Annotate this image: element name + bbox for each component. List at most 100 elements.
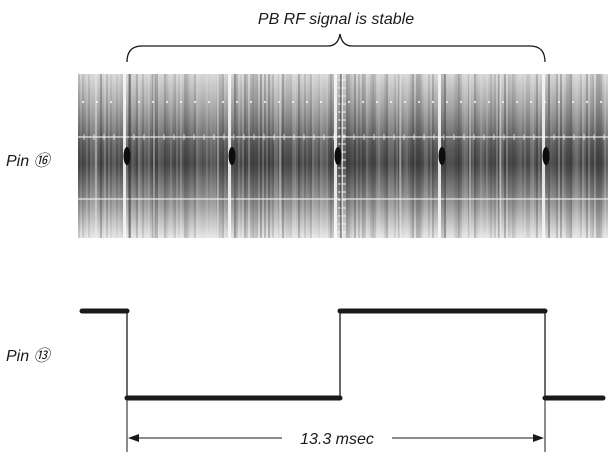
period-label: 13.3 msec bbox=[300, 431, 374, 448]
scope-streak bbox=[556, 74, 558, 238]
scope-streak bbox=[318, 74, 320, 238]
scope-streak bbox=[552, 74, 554, 238]
scope-streak bbox=[506, 74, 508, 238]
scope-streak bbox=[520, 74, 522, 238]
scope-streak bbox=[184, 74, 186, 238]
scope-streak bbox=[374, 74, 376, 238]
square-wave-pin13 bbox=[79, 308, 606, 401]
scope-streak bbox=[252, 74, 254, 238]
scope-streak bbox=[294, 74, 296, 238]
scope-streak bbox=[176, 74, 178, 238]
graticule-dot bbox=[96, 101, 98, 103]
scope-streak bbox=[454, 74, 456, 238]
scope-streak bbox=[296, 74, 298, 238]
scope-streak bbox=[356, 74, 358, 238]
graticule-dot bbox=[306, 101, 308, 103]
scope-streak bbox=[108, 74, 110, 238]
scope-streak bbox=[582, 74, 584, 238]
scope-streak bbox=[450, 74, 452, 238]
graticule-dot bbox=[222, 101, 224, 103]
scope-streak bbox=[156, 74, 158, 238]
graticule-dot bbox=[474, 101, 476, 103]
scope-streak bbox=[606, 74, 608, 238]
scope-streak bbox=[428, 74, 430, 238]
scope-streak bbox=[524, 74, 526, 238]
scope-streak bbox=[508, 74, 510, 238]
scope-streak bbox=[222, 74, 224, 238]
scope-streak bbox=[468, 74, 470, 238]
pin13-label: Pin ⑬ bbox=[6, 347, 52, 365]
rf-pulse-peak bbox=[123, 147, 131, 165]
scope-streak bbox=[270, 74, 272, 238]
scope-streak bbox=[94, 74, 96, 238]
scope-streak bbox=[236, 74, 238, 238]
scope-streak bbox=[260, 74, 262, 238]
scope-streak bbox=[410, 74, 412, 238]
scope-streak bbox=[564, 74, 566, 238]
scope-streak bbox=[590, 74, 592, 238]
scope-streak bbox=[538, 74, 540, 238]
graticule-dot bbox=[264, 101, 266, 103]
scope-streak bbox=[396, 74, 398, 238]
scope-streak bbox=[452, 74, 454, 238]
scope-streak bbox=[136, 74, 138, 238]
graticule-dot bbox=[376, 101, 378, 103]
graticule-dot bbox=[152, 101, 154, 103]
scope-streak bbox=[566, 74, 568, 238]
scope-streak bbox=[86, 74, 88, 238]
scope-streak bbox=[276, 74, 278, 238]
scope-streak bbox=[102, 74, 104, 238]
scope-streak bbox=[262, 74, 264, 238]
graticule-dot bbox=[446, 101, 448, 103]
scope-streak bbox=[100, 74, 102, 238]
scope-streak bbox=[366, 74, 368, 238]
scope-streak bbox=[274, 74, 276, 238]
graticule-dot bbox=[432, 101, 434, 103]
scope-streak bbox=[430, 74, 432, 238]
scope-noise-texture bbox=[78, 74, 608, 238]
graticule-dot bbox=[460, 101, 462, 103]
scope-streak bbox=[472, 74, 474, 238]
scope-streak bbox=[378, 74, 380, 238]
scope-streak bbox=[600, 74, 602, 238]
scope-streak bbox=[168, 74, 170, 238]
scope-streak bbox=[166, 74, 168, 238]
scope-streak bbox=[358, 74, 360, 238]
scope-streak bbox=[188, 74, 190, 238]
scope-streak bbox=[464, 74, 466, 238]
scope-streak bbox=[594, 74, 596, 238]
rf-pulse-peak bbox=[438, 147, 446, 165]
scope-streak bbox=[192, 74, 194, 238]
graticule-dot bbox=[502, 101, 504, 103]
scope-streak bbox=[326, 74, 328, 238]
scope-streak bbox=[584, 74, 586, 238]
scope-streak bbox=[160, 74, 162, 238]
scope-streak bbox=[96, 74, 98, 238]
scope-streak bbox=[572, 74, 574, 238]
scope-streak bbox=[312, 74, 314, 238]
scope-streak bbox=[244, 74, 246, 238]
scope-streak bbox=[418, 74, 420, 238]
graticule-dot bbox=[292, 101, 294, 103]
scope-streak bbox=[534, 74, 536, 238]
scope-streak bbox=[162, 74, 164, 238]
scope-streak bbox=[144, 74, 146, 238]
scope-streak bbox=[304, 74, 306, 238]
scope-streak bbox=[90, 74, 92, 238]
scope-streak bbox=[528, 74, 530, 238]
scope-streak bbox=[302, 74, 304, 238]
scope-streak bbox=[570, 74, 572, 238]
scope-streak bbox=[404, 74, 406, 238]
scope-streak bbox=[344, 74, 346, 238]
rf-pulse-group bbox=[123, 74, 550, 238]
scope-trace-pin16 bbox=[78, 74, 608, 238]
scope-streak bbox=[174, 74, 176, 238]
graticule-dot bbox=[530, 101, 532, 103]
scope-streak bbox=[324, 74, 326, 238]
scope-streak bbox=[300, 74, 302, 238]
graticule-dot bbox=[320, 101, 322, 103]
scope-streak bbox=[494, 74, 496, 238]
scope-streak bbox=[500, 74, 502, 238]
scope-streak bbox=[154, 74, 156, 238]
scope-streak bbox=[250, 74, 252, 238]
